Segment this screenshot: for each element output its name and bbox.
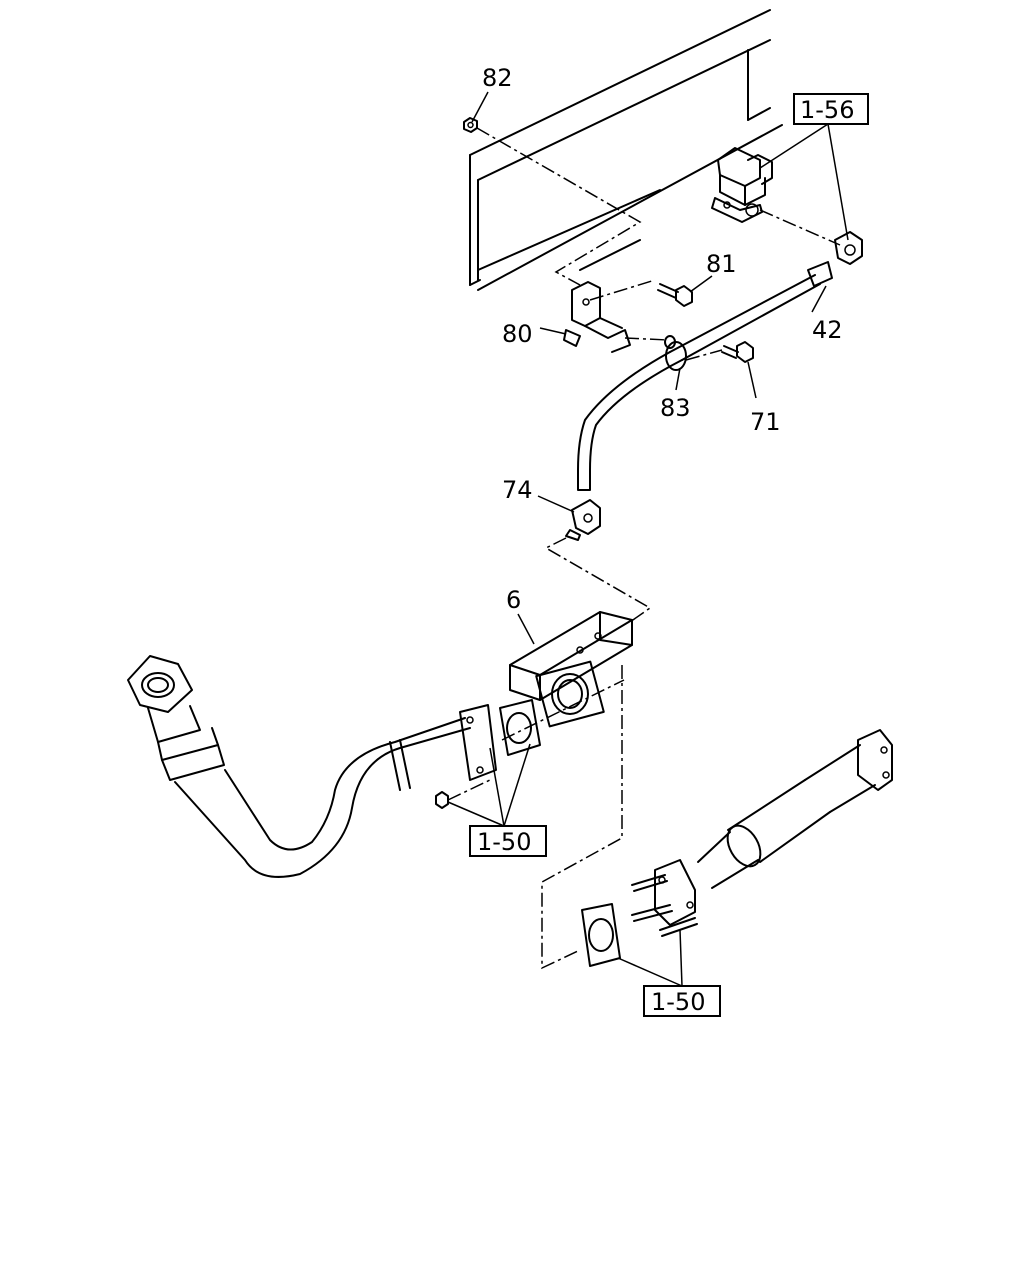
elbow-fitting-74 [565, 499, 601, 541]
catalytic-converter-pipe [654, 729, 893, 926]
reference-label-1-56: 1-56 [800, 96, 854, 124]
callout-81: 81 [706, 250, 737, 278]
gasket-right [581, 903, 621, 967]
callout-82: 82 [482, 64, 513, 92]
valve-block [711, 147, 773, 223]
nut-82 [463, 117, 478, 133]
callout-6: 6 [506, 586, 521, 614]
reference-label-1-50-right: 1-50 [651, 988, 705, 1016]
gasket-center [499, 699, 541, 756]
callout-71: 71 [750, 408, 781, 436]
bolt-71 [721, 341, 754, 363]
leader-lines [447, 91, 849, 987]
bolt-81 [657, 283, 693, 307]
nut-left [435, 791, 449, 809]
callout-83: 83 [660, 394, 691, 422]
clamp-83 [664, 335, 687, 371]
exhaust-brake-6 [509, 611, 633, 728]
front-exhaust-pipe [127, 655, 497, 878]
reference-label-1-50-left: 1-50 [477, 828, 531, 856]
callout-74: 74 [502, 476, 533, 504]
pipe-42 [577, 261, 833, 491]
reference-box-1-56[interactable]: 1-56 [793, 93, 869, 125]
reference-box-1-50-right[interactable]: 1-50 [643, 985, 721, 1017]
frame-rail [469, 9, 783, 291]
bracket-80 [563, 281, 631, 353]
callout-42: 42 [812, 316, 843, 344]
studs [631, 874, 698, 937]
callout-80: 80 [502, 320, 533, 348]
elbow-fitting-top [834, 231, 863, 265]
reference-box-1-50-left[interactable]: 1-50 [469, 825, 547, 857]
